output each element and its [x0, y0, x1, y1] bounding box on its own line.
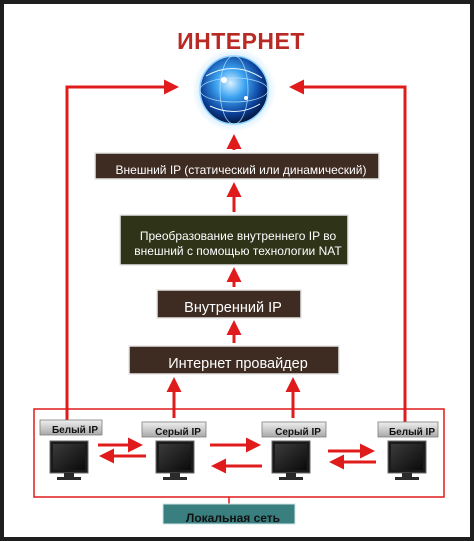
- external-ip-box: Внешний IP (статический или динамический…: [115, 162, 367, 177]
- box-provider-bg: [128, 345, 340, 375]
- monitor-icon: [271, 440, 311, 480]
- chain-arrows: [166, 134, 301, 418]
- outer-route-right: [289, 79, 407, 425]
- diagram-frame: ИНТЕРНЕТ Внешний IP (статический или дин…: [4, 4, 470, 537]
- provider-box: Интернет провайдер: [168, 355, 308, 372]
- local-network-box: Локальная сеть: [185, 510, 281, 525]
- lan-arrows: [98, 437, 376, 474]
- monitor-icon: [387, 440, 427, 480]
- box-external-ip-bg: [94, 152, 380, 180]
- ip-tag: Белый IP: [51, 425, 98, 437]
- internal-ip-box: Внутренний IP: [184, 299, 282, 316]
- outer-route-left: [65, 79, 179, 425]
- diagram-title: ИНТЕРНЕТ: [177, 28, 305, 54]
- diagram-canvas: [33, 48, 445, 525]
- local-network-border: [33, 408, 445, 498]
- box-local-network-bg: [162, 503, 296, 525]
- box-nat-bg: [119, 214, 349, 266]
- monitor-icon: [49, 440, 89, 480]
- ip-tag: Белый IP: [388, 427, 435, 439]
- ip-tag: Серый IP: [275, 427, 321, 439]
- box-internal-ip-bg: [156, 289, 302, 319]
- ip-tags: [39, 419, 439, 438]
- monitor-icon: [155, 440, 195, 480]
- ip-tag: Серый IP: [155, 427, 201, 439]
- globe-icon: [192, 48, 276, 132]
- nat-box: Преобразование внутреннего IP во внешний…: [134, 229, 342, 258]
